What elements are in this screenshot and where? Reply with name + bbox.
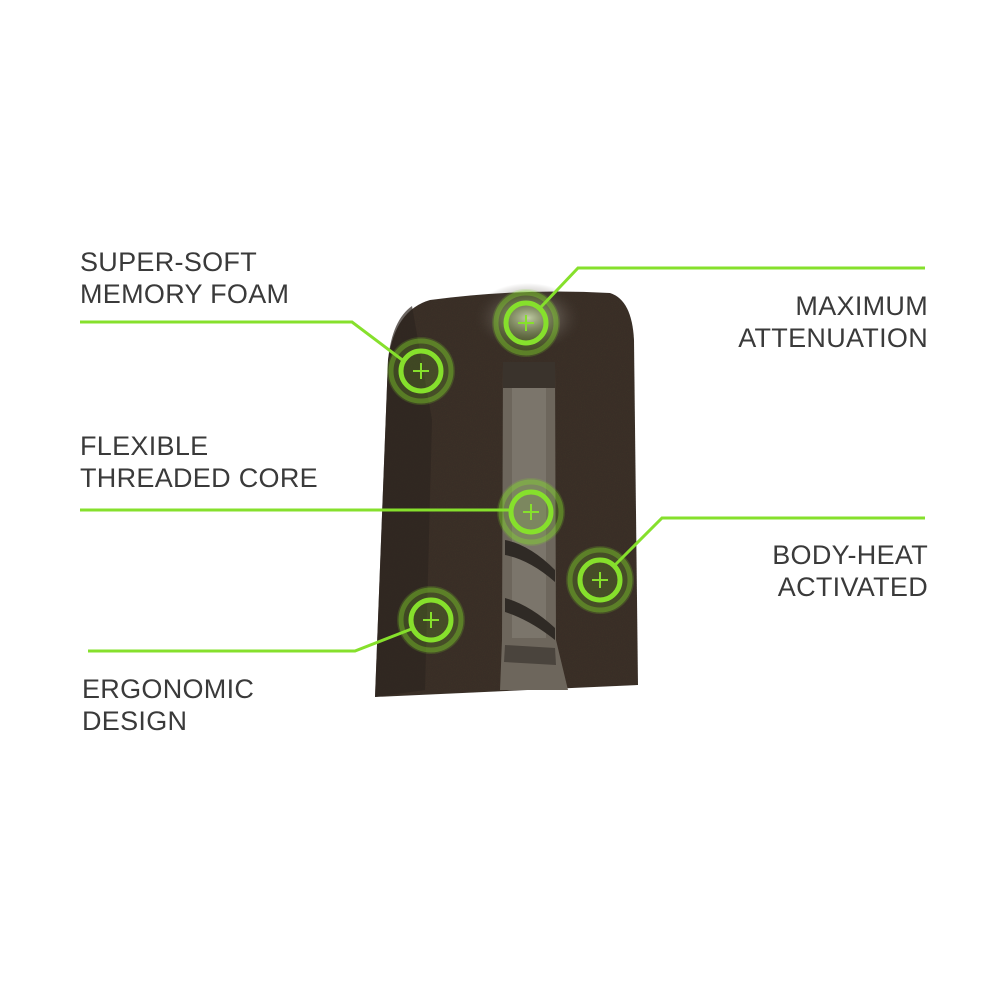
callout-ergonomic: ERGONOMIC DESIGN (82, 673, 254, 737)
hotspot-memory-foam[interactable] (387, 337, 455, 405)
thread-2 (505, 598, 555, 640)
callout-line: ATTENUATION (738, 323, 928, 353)
plus-icon (423, 612, 439, 628)
callout-line: BODY-HEAT (772, 540, 928, 570)
plus-icon (413, 363, 429, 379)
callout-line: ACTIVATED (777, 572, 928, 602)
thread-1 (505, 540, 555, 582)
callout-line: SUPER-SOFT (80, 247, 258, 277)
callout-body-heat: BODY-HEAT ACTIVATED (772, 539, 928, 603)
callout-line: MEMORY FOAM (80, 279, 290, 309)
leader-line-memory-foam (80, 320, 406, 364)
hotspot-attenuation[interactable] (492, 289, 560, 357)
foam-left-face (375, 306, 432, 697)
callout-line: ERGONOMIC (82, 674, 255, 704)
callout-attenuation: MAXIMUM ATTENUATION (738, 290, 928, 354)
thread-3 (504, 645, 556, 665)
plus-icon (592, 572, 608, 588)
hotspot-core[interactable] (497, 478, 565, 546)
top-highlight (473, 283, 583, 353)
plus-icon (523, 504, 539, 520)
plus-icon (518, 315, 534, 331)
leader-line-body-heat (612, 516, 925, 568)
core-top (503, 362, 555, 388)
hotspot-ergonomic[interactable] (397, 586, 465, 654)
callout-line: MAXIMUM (795, 291, 928, 321)
callout-core: FLEXIBLE THREADED CORE (80, 430, 318, 494)
callout-line: THREADED CORE (80, 463, 318, 493)
callout-line: DESIGN (82, 706, 188, 736)
callout-line: FLEXIBLE (80, 431, 209, 461)
leader-line-ergonomic (88, 626, 415, 653)
hotspot-body-heat[interactable] (566, 546, 634, 614)
leader-line-attenuation (538, 266, 925, 310)
callout-memory-foam: SUPER-SOFT MEMORY FOAM (80, 246, 289, 310)
